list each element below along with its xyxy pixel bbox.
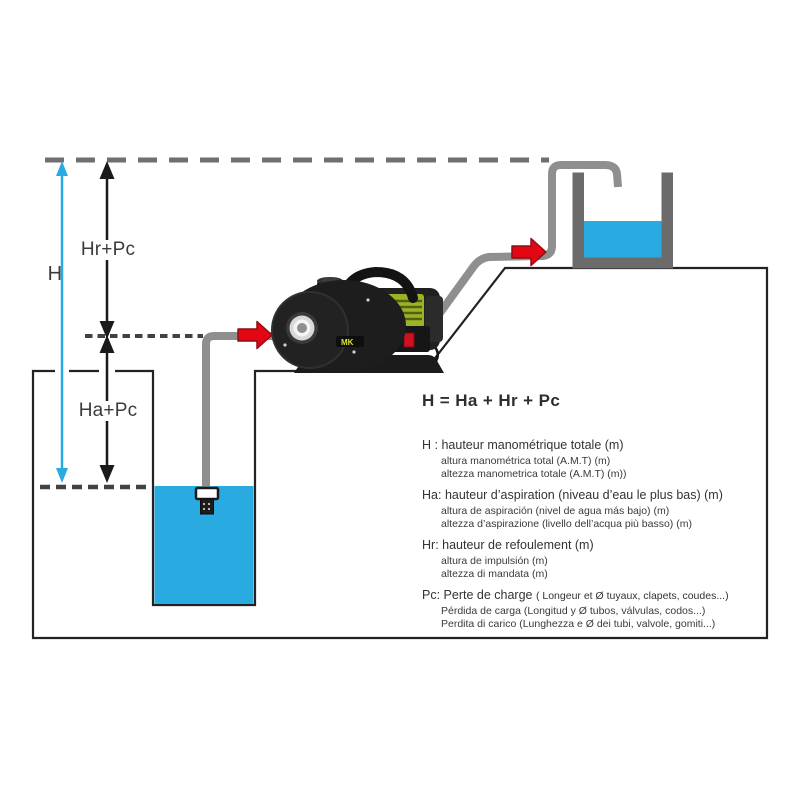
formula-title: H = Ha + Hr + Pc [422,391,561,410]
flow-arrow-icon [511,237,547,267]
definition-suction-head: Ha: hauteur d’aspiration (niveau d’eau l… [422,487,768,531]
definition-sub: altezza di mandata (m) [441,568,548,580]
foot-valve-icon [194,486,220,515]
definition-sub: altura de aspiración (nivel de agua más … [441,505,670,517]
definition-total-head: H : hauteur manométrique totale (m) altu… [422,437,768,481]
discharge-head-label: Hr+Pc [79,239,137,260]
definition-main: H : hauteur manométrique totale (m) [422,438,624,452]
definition-main: Ha: hauteur d’aspiration (niveau d’eau l… [422,488,723,502]
suction-head-label: Ha+Pc [77,400,139,421]
definition-head-loss: Pc: Perte de charge ( Longeur et Ø tuyau… [422,587,768,631]
definition-sub: altura manométrica total (A.M.T) (m) [441,455,611,467]
definition-term: H : [422,438,438,452]
definition-main: Pc: Perte de charge ( Longeur et Ø tuyau… [422,588,729,602]
definition-term: Pc: [422,588,441,602]
pump-image: MK [271,266,444,373]
pump-switch [403,332,415,348]
flow-arrow-icon [237,320,273,350]
definition-main: Hr: hauteur de refoulement (m) [422,538,594,552]
upper-tank [572,172,673,269]
definition-term: Ha: [422,488,442,502]
delivery-pipe [412,161,622,349]
total-head-label: H [47,263,63,285]
definition-sub: Perdita di carico (Lunghezza e Ø dei tub… [441,618,716,630]
definition-discharge-head: Hr: hauteur de refoulement (m) altura de… [422,537,768,581]
definition-sub: altezza manometrica totale (A.M.T) (m)) [441,468,627,480]
measure-arrow-total [56,161,68,483]
definition-term: Hr: [422,538,439,552]
definition-sub: altezza d’aspirazione (livello dell’acqu… [441,518,692,530]
suction-pipe [202,332,292,489]
pump-logo: MK [341,338,354,347]
definition-sub: Pérdida de carga (Longitud y Ø tubos, vá… [441,605,706,617]
definition-sub: altura de impulsión (m) [441,555,548,567]
upper-tank-water [584,221,662,258]
formula-block: H = Ha + Hr + Pc H : hauteur manométriqu… [422,391,768,637]
